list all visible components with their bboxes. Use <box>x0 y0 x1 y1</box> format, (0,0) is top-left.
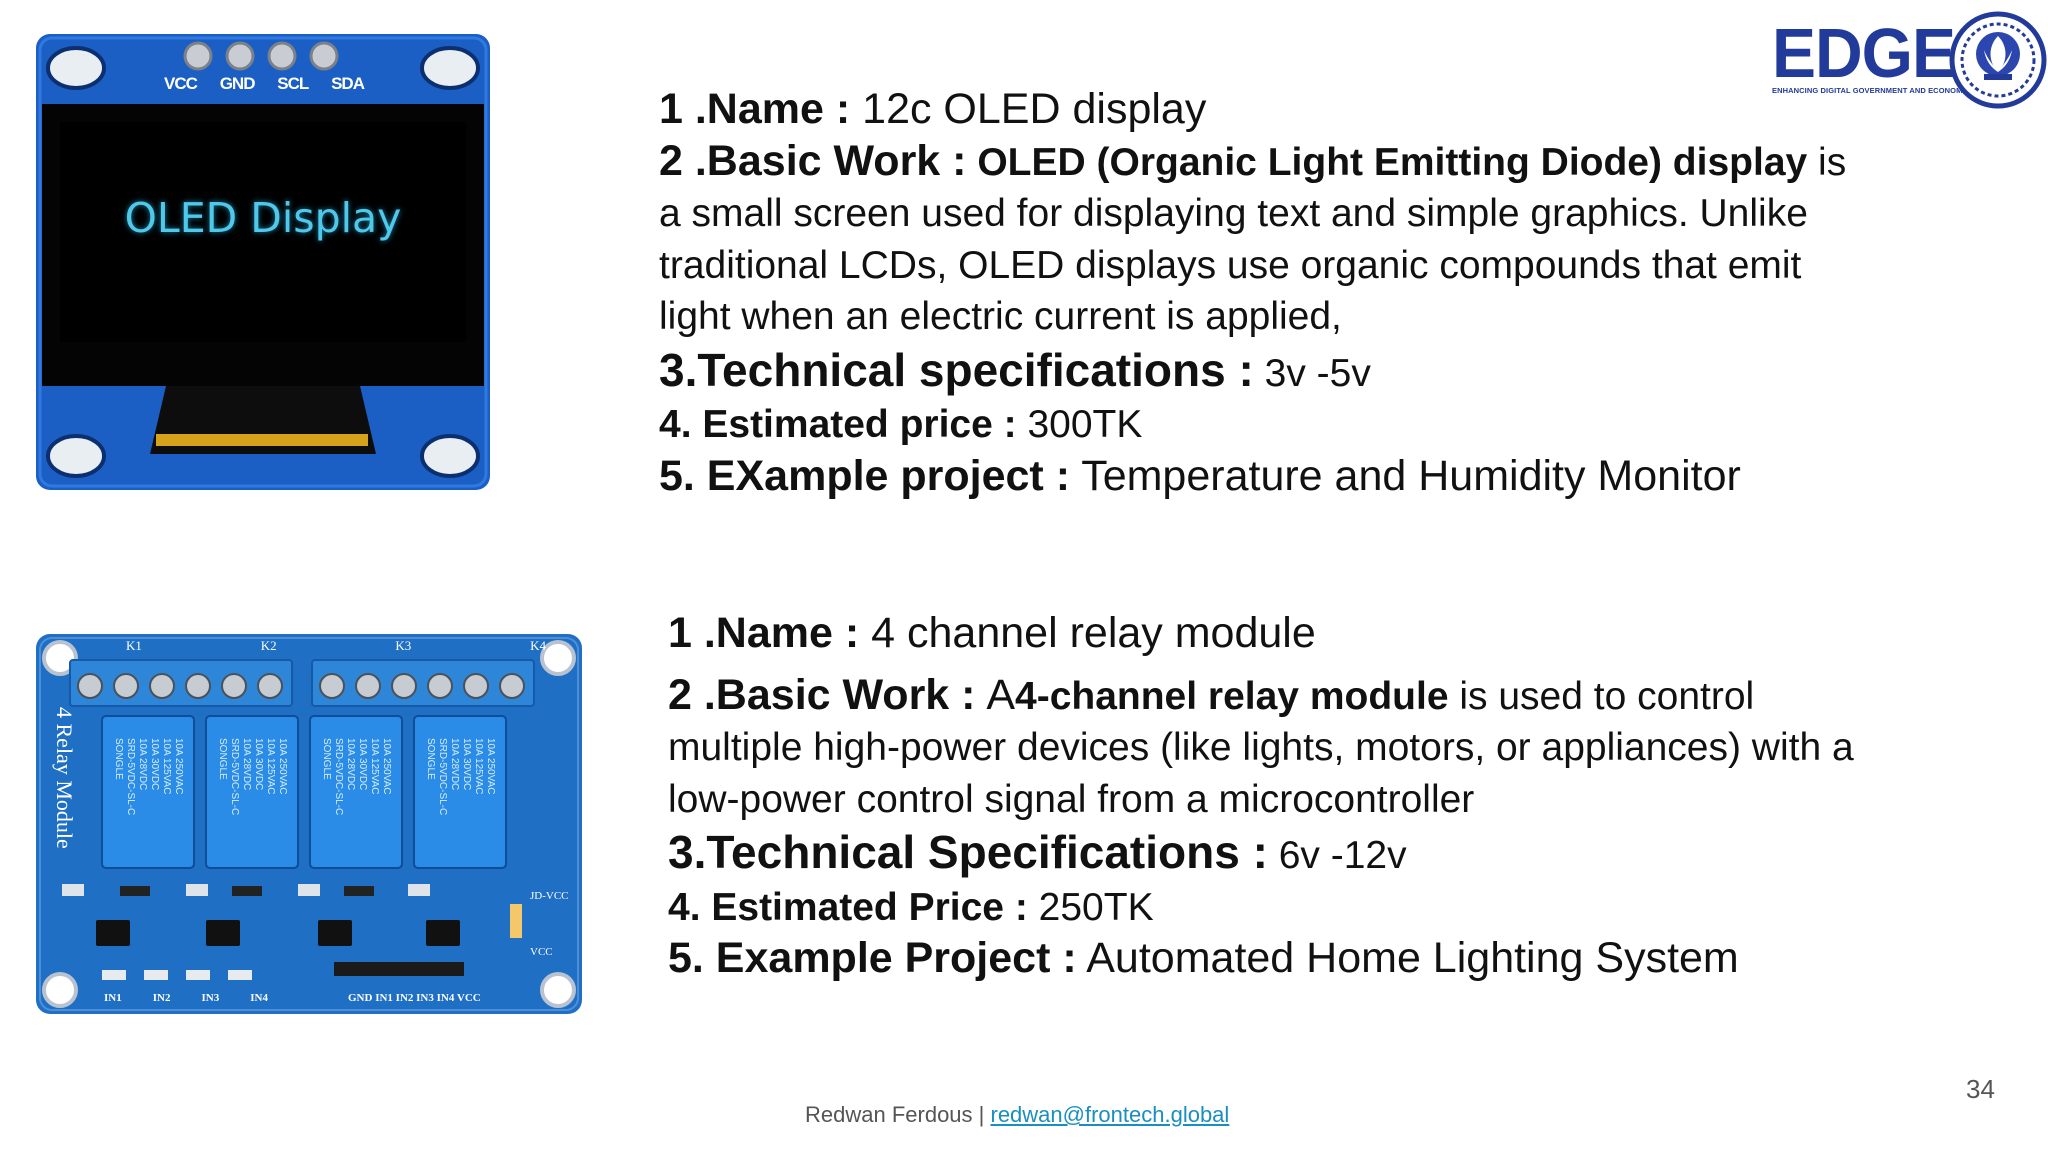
text: is <box>1818 140 1847 184</box>
pin-label: SCL <box>277 74 309 93</box>
oled-price-line: 4. Estimated price : 300TK <box>659 399 2029 451</box>
relay-k-label: K4 <box>530 638 546 653</box>
value: Automated Home Lighting System <box>1086 934 1739 982</box>
edge-logo-subtitle: ENHANCING DIGITAL GOVERNMENT AND ECONOMY <box>1772 86 1968 95</box>
value: 12c OLED display <box>862 85 1207 133</box>
value: 3v -5v <box>1264 351 1371 395</box>
input-label: IN3 <box>201 992 220 1004</box>
label: 5. Example Project : <box>668 934 1077 982</box>
value: Temperature and Humidity Monitor <box>1081 451 1741 500</box>
edge-logo-text: EDGE <box>1772 14 1956 92</box>
label: 3.Technical Specifications : <box>668 826 1268 878</box>
text: A <box>986 670 1016 719</box>
mount-hole <box>42 972 78 1008</box>
relay-print: 10A 250VAC 10A 125VAC 10A 30VDC 10A 28VD… <box>321 738 392 816</box>
relay-board-title: 4 Relay Module <box>52 707 77 849</box>
mount-hole <box>42 640 78 676</box>
relay-basic-work-line: 2 .Basic Work : A4-channel relay module … <box>668 670 2038 723</box>
pin-labels: VCC GND SCL SDA <box>164 74 365 94</box>
label: 5. EXample project : <box>659 451 1071 500</box>
mount-hole <box>540 640 576 676</box>
edge-logo: EDGE ENHANCING DIGITAL GOVERNMENT AND EC… <box>1772 18 1967 100</box>
input-labels: IN1 IN2 IN3 IN4 <box>104 992 268 1004</box>
label: 2 .Basic Work : <box>659 136 967 185</box>
vcc-label: VCC <box>530 946 553 958</box>
relay-print: 10A 250VAC 10A 125VAC 10A 30VDC 10A 28VD… <box>113 738 184 816</box>
text-line: light when an electric current is applie… <box>659 295 1342 338</box>
relay-price-line: 4. Estimated Price : 250TK <box>668 882 2038 934</box>
pin-label: GND <box>219 74 256 93</box>
relay-k-label: K3 <box>395 638 412 653</box>
lower-components <box>62 884 522 980</box>
value: 4 channel relay module <box>871 609 1316 657</box>
value: 6v -12v <box>1278 834 1407 877</box>
relay-project-line: 5. Example Project : Automated Home Ligh… <box>668 933 2038 985</box>
label: 1 .Name : <box>668 609 860 657</box>
text-line: multiple high-power devices (like lights… <box>668 726 1854 769</box>
mount-hole <box>540 972 576 1008</box>
input-label: IN2 <box>152 992 171 1004</box>
bold-term: OLED (Organic Light Emitting Diode) disp… <box>977 140 1808 184</box>
text-line: a small screen used for displaying text … <box>659 192 1808 235</box>
text: is used to control <box>1459 674 1755 718</box>
label: 1 .Name : <box>659 85 851 133</box>
label: 3.Technical specifications : <box>659 343 1254 396</box>
label: 2 .Basic Work : <box>668 670 976 719</box>
oled-name-line: 1 .Name : 12c OLED display <box>659 84 2029 136</box>
page-number: 34 <box>1966 1074 1995 1104</box>
footer-author: Redwan Ferdous | <box>805 1102 985 1127</box>
relay-description: 1 .Name : 4 channel relay module 2 .Basi… <box>668 608 2038 985</box>
relay-k-label: K1 <box>126 638 142 653</box>
mount-hole <box>46 46 106 90</box>
mount-hole <box>420 434 480 478</box>
value: 250TK <box>1038 885 1154 929</box>
relay-k-label: K2 <box>260 638 277 653</box>
mount-hole <box>46 434 106 478</box>
text-line: traditional LCDs, OLED displays use orga… <box>659 243 1802 287</box>
relay-spec-line: 3.Technical Specifications : 6v -12v <box>668 826 2038 882</box>
pin-pads <box>183 41 339 71</box>
jd-vcc-label: JD-VCC <box>530 890 569 902</box>
header-pin-label: GND IN1 IN2 IN3 IN4 VCC <box>348 992 481 1004</box>
pin-label: SDA <box>331 74 365 93</box>
relay-print: 10A 250VAC 10A 125VAC 10A 30VDC 10A 28VD… <box>217 738 288 816</box>
label: 4. Estimated price : <box>659 403 1017 446</box>
university-seal-icon <box>1948 2 2048 118</box>
bold-term: 4-channel relay module <box>1015 674 1449 718</box>
oled-screen-text: OLED Display <box>124 194 402 242</box>
oled-project-line: 5. EXample project : Temperature and Hum… <box>659 451 2029 503</box>
oled-module-image: VCC GND SCL SDA OLED Display <box>36 34 490 490</box>
footer: Redwan Ferdous | redwan@frontech.global <box>805 1102 1229 1128</box>
input-label: IN1 <box>104 992 122 1004</box>
screw-terminals <box>69 659 535 707</box>
footer-email-link[interactable]: redwan@frontech.global <box>990 1102 1230 1127</box>
label: 4. Estimated Price : <box>668 885 1028 929</box>
oled-description: 1 .Name : 12c OLED display 2 .Basic Work… <box>659 84 2029 502</box>
value: 300TK <box>1027 403 1143 446</box>
relay-print: 10A 250VAC 10A 125VAC 10A 30VDC 10A 28VD… <box>425 738 496 816</box>
relay-module-image: K1 K2 K3 K4 4 Relay Module 10A 250VAC 10… <box>36 634 582 1014</box>
text-line: low-power control signal from a microcon… <box>668 777 1475 821</box>
oled-spec-line: 3.Technical specifications : 3v -5v <box>659 343 2029 400</box>
input-label: IN4 <box>250 992 268 1004</box>
oled-board-drawing <box>36 34 490 490</box>
relay-k-labels: K1 K2 K3 K4 <box>126 638 546 654</box>
relay-board-drawing <box>36 634 582 1014</box>
oled-basic-work-line: 2 .Basic Work : OLED (Organic Light Emit… <box>659 136 2029 189</box>
relay-name-line: 1 .Name : 4 channel relay module <box>668 608 2038 660</box>
mount-hole <box>420 46 480 90</box>
pin-label: VCC <box>164 74 198 93</box>
relay-blocks <box>101 715 507 869</box>
